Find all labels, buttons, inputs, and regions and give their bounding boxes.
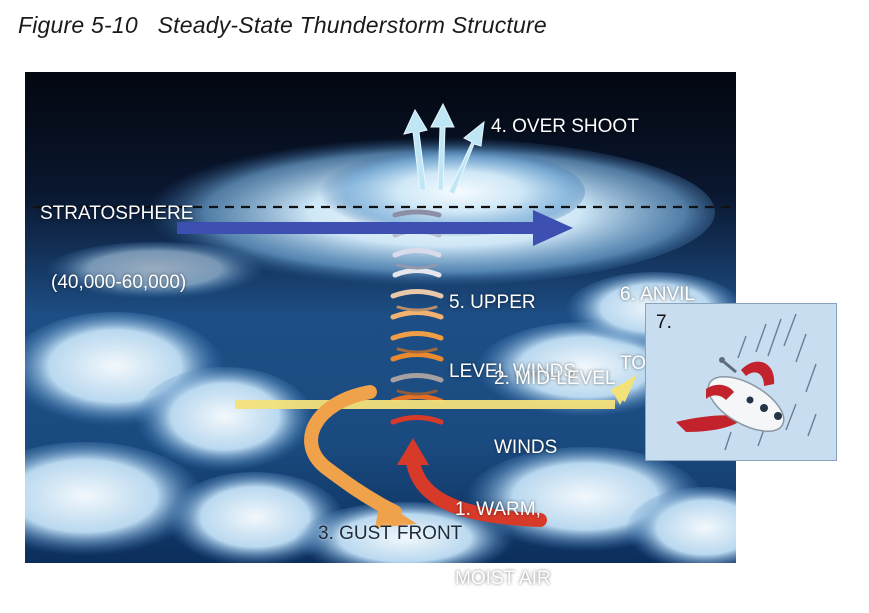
overshoot-arrows	[403, 102, 485, 195]
gust-front-arrow	[304, 385, 417, 528]
stratosphere-label-line2: (40,000-60,000)	[51, 272, 187, 293]
upper-winds-label-line2: LEVEL WINDS	[449, 361, 577, 382]
upper-winds-label-line1: 5. UPPER	[449, 292, 536, 313]
anvil-top-label: 6. ANVIL TOP	[620, 237, 695, 398]
inset-label: 7.	[656, 312, 672, 333]
figure-title: Figure 5-10 Steady-State Thunderstorm St…	[18, 12, 547, 39]
figure-number: Figure 5-10	[18, 12, 138, 38]
warm-air-label-line1: 1. WARM,	[455, 499, 541, 520]
stratosphere-label: STRATOSPHERE (40,000-60,000)	[40, 156, 193, 317]
mid-winds-label-line2: WINDS	[494, 437, 558, 458]
overturned-airplane-in-rain-icon	[676, 313, 817, 451]
stratosphere-label-line1: STRATOSPHERE	[40, 203, 194, 224]
warm-air-arrow	[397, 438, 547, 527]
warm-air-label: 1. WARM, MOIST AIR	[455, 452, 551, 613]
upper-winds-arrow	[177, 210, 573, 246]
mid-winds-label: 2. MID-LEVEL WINDS	[494, 321, 615, 482]
anvil-top-label-line1: 6. ANVIL	[620, 284, 695, 305]
gust-front-label: 3. GUST FRONT	[318, 523, 463, 544]
thunderstorm-photo	[25, 72, 736, 563]
overshoot-label: 4. OVER SHOOT	[491, 116, 639, 137]
figure-caption: Steady-State Thunderstorm Structure	[157, 12, 547, 38]
mid-winds-label-line1: 2. MID-LEVEL	[494, 368, 616, 389]
mid-winds-arrow	[235, 374, 637, 409]
anvil-dome	[305, 147, 585, 237]
storm-illustration	[25, 72, 736, 563]
warm-air-label-line2: MOIST AIR	[455, 568, 551, 589]
inset-panel: 7.	[645, 303, 837, 461]
upper-winds-label: 5. UPPER LEVEL WINDS	[449, 245, 576, 406]
